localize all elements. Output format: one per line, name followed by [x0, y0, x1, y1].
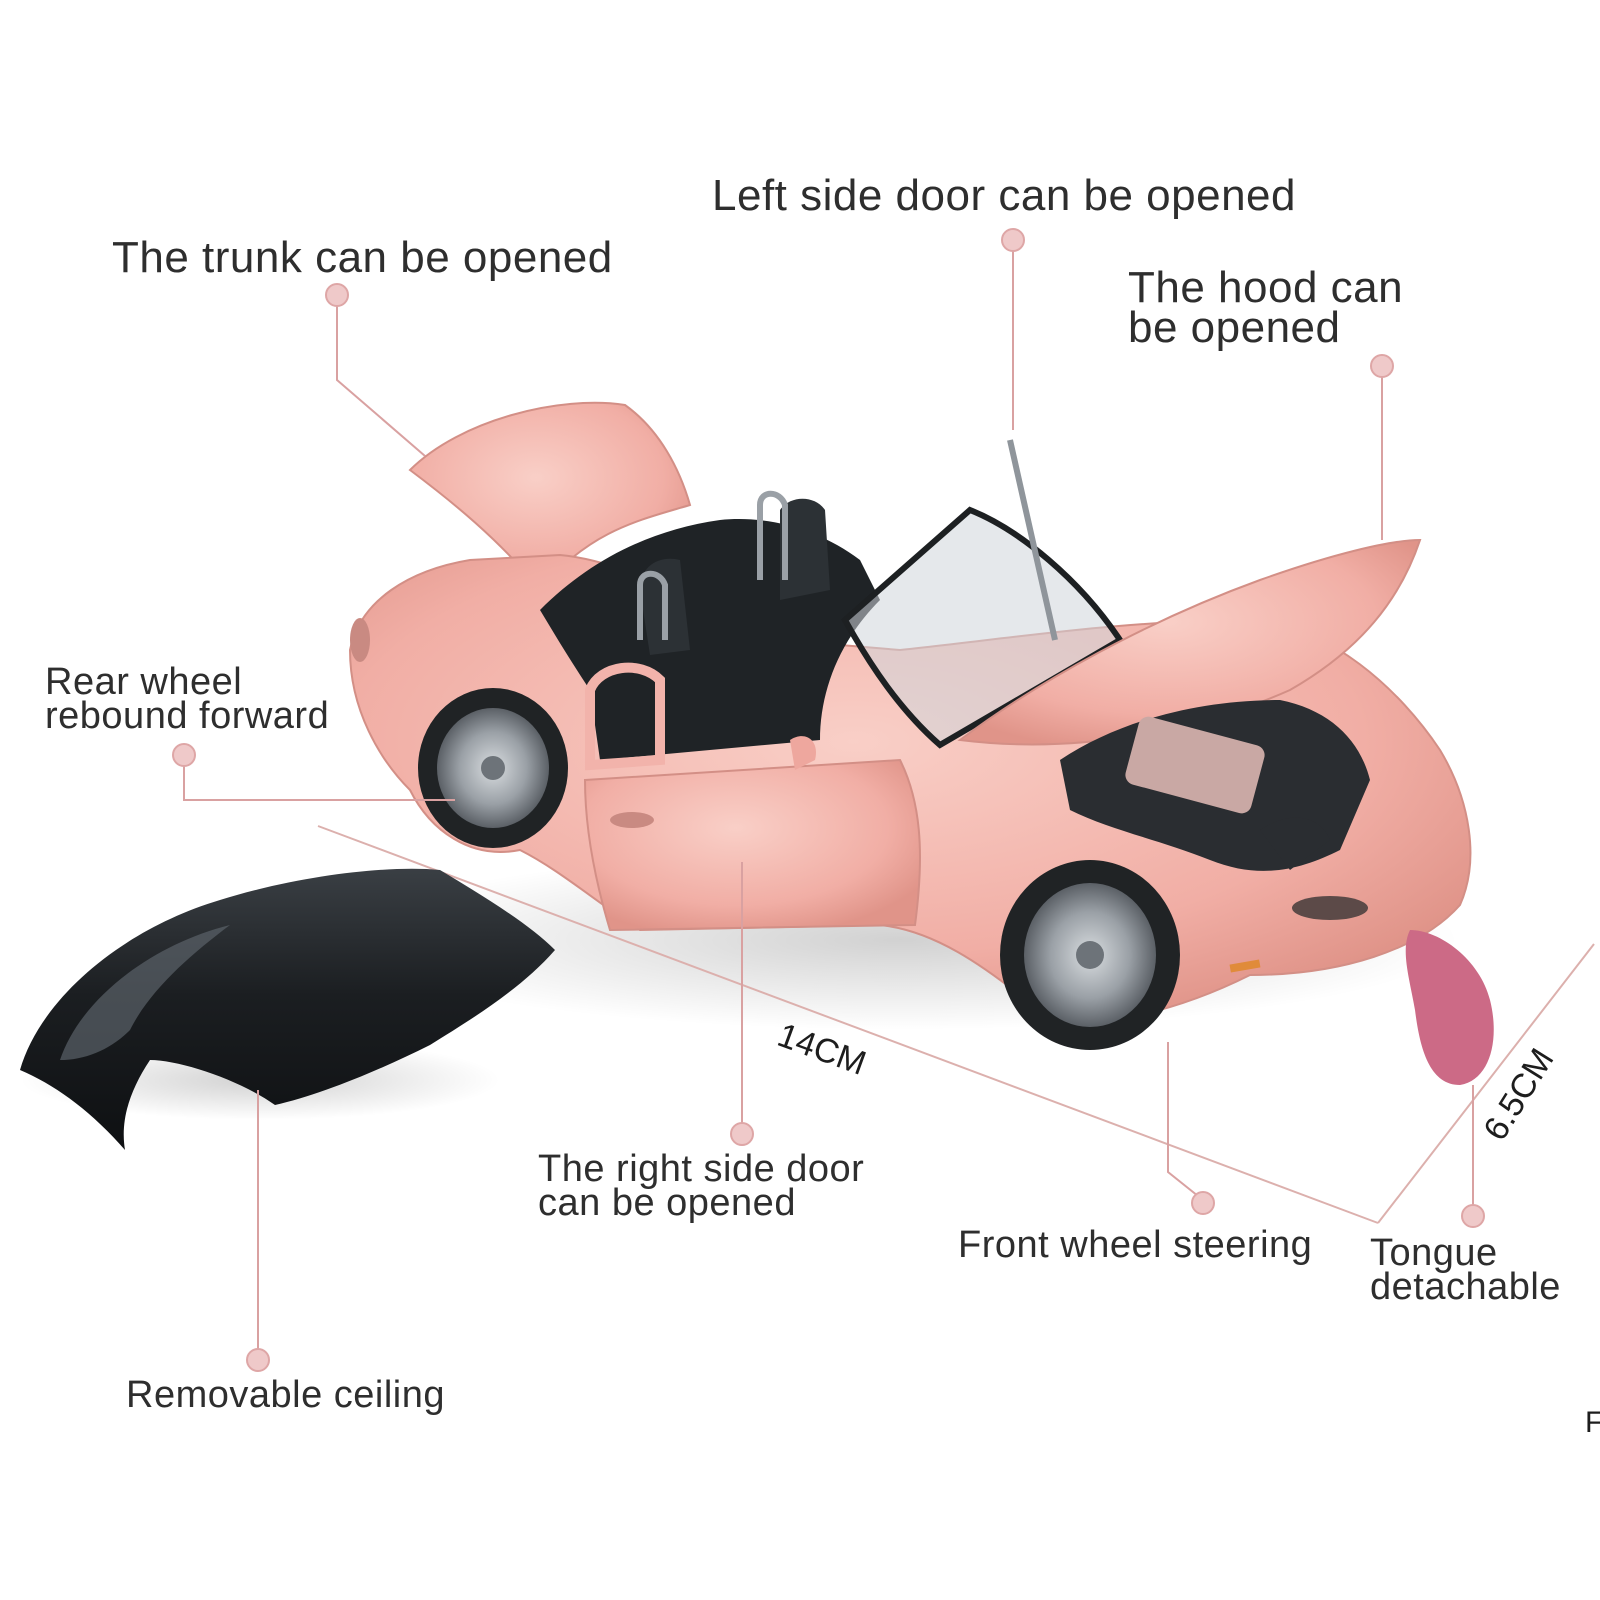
callout-dot-tongue — [1461, 1204, 1485, 1228]
hood-prop — [1007, 439, 1058, 641]
callout-dot-left-door — [1001, 228, 1025, 252]
front-wheel — [1000, 860, 1180, 1050]
length-dimension-line — [317, 825, 1379, 1224]
callout-trunk-line — [336, 295, 426, 457]
label-hood-line-1: The hood can — [1128, 263, 1404, 312]
tail-light — [350, 618, 370, 662]
side-mirror — [790, 736, 816, 770]
label-ceiling: Removable ceiling — [126, 1374, 445, 1416]
roof-window — [60, 925, 230, 1060]
label-hood: The hood can be opened — [1128, 263, 1404, 352]
right-door — [583, 758, 921, 932]
label-tongue-line-1: Tongue — [1370, 1232, 1498, 1274]
callout-dot-front-wheel — [1191, 1191, 1215, 1215]
engine-block — [1125, 716, 1265, 814]
callout-rear-wheel-line — [183, 756, 455, 801]
windshield — [841, 506, 1125, 749]
right-door-window-frame — [585, 662, 665, 771]
label-trunk: The trunk can be opened — [112, 233, 613, 282]
fog-light — [1292, 896, 1368, 920]
trunk-lid — [408, 401, 692, 592]
callout-dot-hood — [1370, 354, 1394, 378]
removable-roof — [20, 868, 555, 1150]
label-rear-wheel: Rear wheel rebound forward — [45, 661, 330, 738]
label-rear-wheel-line-1: Rear wheel — [45, 661, 243, 703]
roll-bar — [637, 570, 668, 640]
label-tongue: Tongue detachable — [1370, 1232, 1561, 1309]
callout-dot-rear-wheel — [172, 743, 196, 767]
roll-bar-2 — [757, 490, 788, 580]
seat-front — [780, 498, 830, 600]
tongue — [1405, 930, 1494, 1085]
callout-lines — [183, 244, 1474, 1360]
callout-dots — [172, 228, 1485, 1372]
label-hood-line-2: be opened — [1128, 302, 1341, 352]
height-dimension-line — [1377, 943, 1595, 1224]
callout-dot-right-door — [730, 1122, 754, 1146]
label-front-wheel: Front wheel steering — [958, 1224, 1313, 1266]
label-right-door: The right side door can be opened — [538, 1148, 865, 1225]
front-indicator — [1229, 959, 1261, 973]
label-right-door-line-1: The right side door — [538, 1148, 865, 1190]
headlight-pod — [1260, 817, 1330, 870]
label-right-door-line-2: can be opened — [538, 1182, 796, 1225]
callout-front-wheel-line — [1167, 1042, 1204, 1201]
callout-dot-ceiling — [246, 1348, 270, 1372]
label-left-door: Left side door can be opened — [712, 171, 1297, 220]
stray-edge-glyph: F — [1585, 1406, 1600, 1439]
rear-wheel — [418, 688, 568, 848]
label-rear-wheel-line-2: rebound forward — [45, 695, 330, 738]
door-handle — [610, 812, 654, 828]
dimension-lines — [317, 825, 1595, 1224]
label-tongue-line-2: detachable — [1370, 1266, 1561, 1309]
callout-dot-trunk — [325, 283, 349, 307]
